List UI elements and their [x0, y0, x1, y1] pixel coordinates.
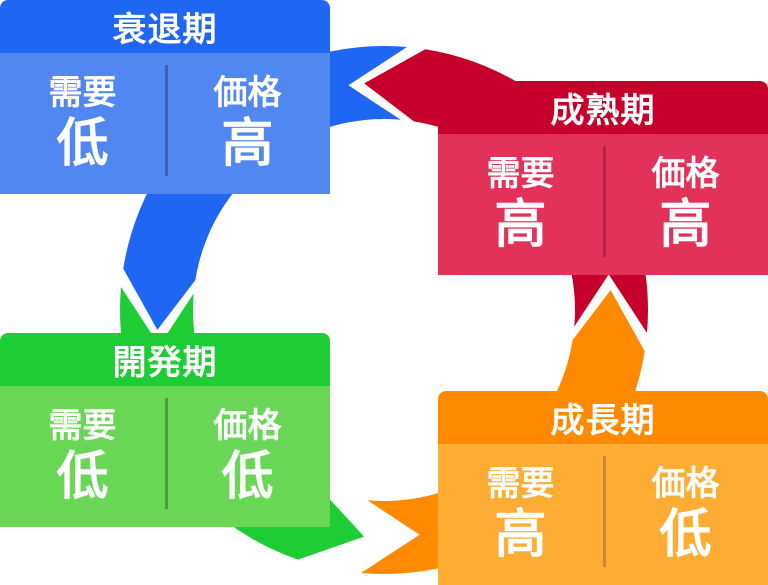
- price-label: 価格: [651, 463, 720, 504]
- price-label: 価格: [213, 405, 282, 446]
- stage-card-decline: 衰退期 需要低 価格高: [0, 0, 330, 194]
- stage-card-mature: 成熟期 需要高 価格高: [438, 81, 768, 275]
- divider: [165, 65, 168, 176]
- divider: [165, 398, 168, 509]
- price-value: 低: [659, 504, 712, 565]
- price-label: 価格: [213, 72, 282, 113]
- stage-card-growth: 成長期 需要高 価格低: [438, 391, 768, 585]
- stage-title: 成熟期: [438, 81, 768, 134]
- demand-label: 需要: [48, 72, 117, 113]
- price-label: 価格: [651, 153, 720, 194]
- stage-title: 成長期: [438, 391, 768, 444]
- stage-card-development: 開発期 需要低 価格低: [0, 333, 330, 527]
- demand-value: 低: [56, 113, 109, 174]
- demand-label: 需要: [48, 405, 117, 446]
- stage-title: 開発期: [0, 333, 330, 386]
- demand-value: 高: [494, 194, 547, 255]
- stage-title: 衰退期: [0, 0, 330, 53]
- demand-value: 低: [56, 446, 109, 507]
- price-value: 高: [221, 113, 274, 174]
- demand-label: 需要: [486, 153, 555, 194]
- demand-value: 高: [494, 504, 547, 565]
- divider: [603, 456, 606, 567]
- divider: [603, 146, 606, 257]
- arrow-growth-to-mature: [360, 290, 645, 575]
- arrow-decline-to-dev: [123, 46, 408, 330]
- price-value: 高: [659, 194, 712, 255]
- demand-label: 需要: [486, 463, 555, 504]
- price-value: 低: [221, 446, 274, 507]
